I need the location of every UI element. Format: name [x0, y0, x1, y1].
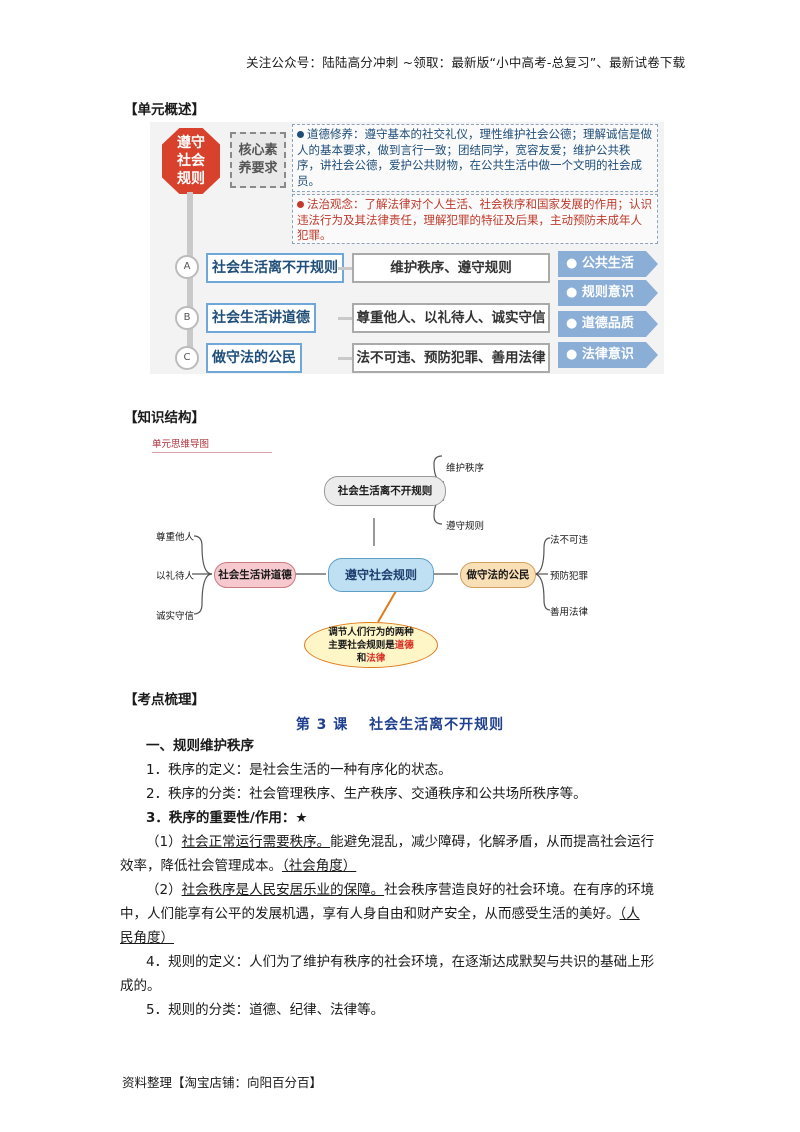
callout-and: 和 [356, 652, 367, 664]
tag-label: 公共生活 [581, 256, 634, 271]
item-rule-definition-cont: 成的。 [120, 978, 161, 994]
para-1-line-1: （1）社会正常运行需要秩序。能避免混乱，减少障碍，化解矛盾，从而提高社会运行 [146, 830, 686, 855]
tag-label: 法律意识 [581, 347, 634, 362]
row-marker-b: B [175, 306, 199, 330]
literacy-law-text: 法治观念：了解法律对个人生活、社会秩序和国家发展的作用；认识违法行为及其法律责任… [297, 197, 652, 242]
item-rule-types: 5．规则的分类：道德、纪律、法律等。 [146, 1002, 385, 1018]
para-1-text: 能避免混乱，减少障碍，化解矛盾，从而提高社会运行 [330, 834, 655, 850]
row-desc-c: 法不可违、预防犯罪、善用法律 [352, 343, 550, 373]
section-overview-label: 【单元概述】 [124, 102, 205, 118]
tag-bullet-icon: ● [566, 285, 582, 300]
para-2-tag-a: （人 [619, 906, 640, 922]
bullet-icon [297, 201, 304, 208]
row-connector [338, 357, 352, 360]
heading-rules-order: 一、规则维护秩序 [146, 738, 254, 754]
leaf-maintain-order: 维护秩序 [446, 463, 485, 474]
node-morality: 社会生活讲道德 [214, 562, 296, 588]
core-literacy-box: 核心素 养要求 [230, 132, 286, 188]
core-box-line-2: 养要求 [238, 161, 278, 176]
tag-bullet-icon: ● [566, 347, 582, 362]
para-2-cont: 中，人们能享有公平的发展机遇，享有人身自由和财产安全，从而感受生活的美好。 [120, 906, 620, 922]
para-2-tag-b: 民角度） [120, 930, 174, 946]
para-1-num: （1） [146, 834, 182, 850]
octagon-line-2: 社会 [177, 153, 205, 169]
octagon-line-1: 遵守 [177, 135, 205, 151]
leaf-respect-others: 尊重他人 [156, 532, 195, 543]
item-rule-definition: 4．规则的定义：人们为了维护有秩序的社会环境，在逐渐达成默契与共识的基础上形 [146, 954, 655, 970]
row-marker-a: A [175, 255, 199, 279]
callout-line-2: 主要社会规则是道德 [305, 639, 437, 652]
para-2-line-3: 民角度） [120, 926, 660, 951]
row-title-c: 做守法的公民 [206, 343, 302, 373]
leaf-prevent-crime: 预防犯罪 [550, 571, 589, 582]
literacy-law: 法治观念：了解法律对个人生活、社会秩序和国家发展的作用；认识违法行为及其法律责任… [292, 194, 658, 244]
callout-morality: 道德 [394, 639, 414, 651]
unit-overview-graphic: 遵守 社会 规则 核心素 养要求 道德修养：遵守基本的社交礼仪，理性维护社会公德… [150, 122, 664, 374]
mindmap-heading: 单元思维导图 [152, 436, 272, 453]
lesson-title: 第 3 课 社会生活离不开规则 [295, 717, 505, 733]
item-order-definition: 1．秩序的定义：是社会生活的一种有序化的状态。 [146, 762, 452, 778]
leaf-follow-rules: 遵守规则 [446, 521, 485, 532]
core-box-line-1: 核心素 [238, 143, 278, 158]
node-law-citizen: 做守法的公民 [460, 562, 536, 588]
tag-moral-quality: ● 道德品质 [558, 311, 658, 337]
item-order-importance: 3．秩序的重要性/作用：★ [146, 810, 308, 826]
row-desc-a: 维护秩序、遵守规则 [352, 253, 550, 283]
para-2-text: 社会秩序营造良好的社会环境。在有序的环境 [384, 882, 655, 898]
bullet-icon [297, 131, 304, 138]
row-title-b: 社会生活讲道德 [206, 303, 316, 333]
para-1-key: 社会正常运行需要秩序。 [181, 834, 331, 850]
footer-note: 资料整理【淘宝店铺：向阳百分百】 [122, 1075, 323, 1090]
row-desc-b: 尊重他人、以礼待人、诚实守信 [352, 303, 550, 333]
header-note: 关注公众号：陆陆高分冲刺 ~领取：最新版“小中高考-总复习”、最新试卷下载 [246, 55, 686, 70]
item-order-types: 2．秩序的分类：社会管理秩序、生产秩序、交通秩序和公共场所秩序等。 [146, 786, 587, 802]
row-connector [338, 267, 352, 270]
para-1-cont: 效率，降低社会管理成本。 [120, 858, 282, 874]
row-marker-c: C [175, 346, 199, 370]
row-connector [338, 317, 352, 320]
tag-public-life: ● 公共生活 [558, 251, 658, 277]
section-structure-label: 【知识结构】 [124, 410, 205, 426]
leaf-courtesy: 以礼待人 [156, 571, 195, 582]
para-2-line-1: （2）社会秩序是人民安居乐业的保障。社会秩序营造良好的社会环境。在有序的环境 [146, 878, 686, 903]
section-points-label: 【考点梳理】 [124, 692, 205, 708]
octagon-line-3: 规则 [177, 171, 205, 187]
literacy-moral: 道德修养：遵守基本的社交礼仪，理性维护社会公德；理解诚信是做人的基本要求，做到言… [292, 124, 658, 192]
tag-rule-awareness: ● 规则意识 [558, 280, 658, 306]
para-2-num: （2） [146, 882, 182, 898]
callout-line-1: 调节人们行为的两种 [328, 626, 414, 638]
para-2-key: 社会秩序是人民安居乐业的保障。 [181, 882, 385, 898]
node-social-rules: 社会生活离不开规则 [324, 476, 446, 506]
tag-label: 规则意识 [581, 285, 634, 300]
node-center: 遵守社会规则 [328, 558, 434, 592]
leaf-use-law: 善用法律 [550, 607, 589, 618]
leaf-law-inviolable: 法不可违 [550, 535, 589, 546]
callout-law: 法律 [366, 652, 386, 664]
octagon-badge: 遵守 社会 规则 [162, 128, 220, 194]
leaf-honesty: 诚实守信 [156, 611, 195, 622]
row-title-a: 社会生活离不开规则 [206, 253, 344, 283]
tag-bullet-icon: ● [566, 316, 582, 331]
mind-map: 单元思维导图 社会生活离不开规则 维护秩序 遵守规则 遵守社会规则 社会生活讲道… [148, 436, 658, 668]
para-1-tag: （社会角度） [282, 858, 357, 874]
tag-label: 道德品质 [581, 316, 634, 331]
para-1-line-2: 效率，降低社会管理成本。（社会角度） [120, 854, 660, 879]
callout-line-3: 和法律 [305, 652, 437, 665]
callout-line-2-text: 主要社会规则是 [328, 639, 395, 651]
para-2-line-2: 中，人们能享有公平的发展机遇，享有人身自由和财产安全，从而感受生活的美好。（人 [120, 902, 660, 927]
literacy-moral-text: 道德修养：遵守基本的社交礼仪，理性维护社会公德；理解诚信是做人的基本要求，做到言… [297, 127, 652, 188]
tag-law-awareness: ● 法律意识 [558, 342, 658, 368]
mindmap-callout: 调节人们行为的两种 主要社会规则是道德 和法律 [304, 622, 438, 668]
tag-bullet-icon: ● [566, 256, 582, 271]
